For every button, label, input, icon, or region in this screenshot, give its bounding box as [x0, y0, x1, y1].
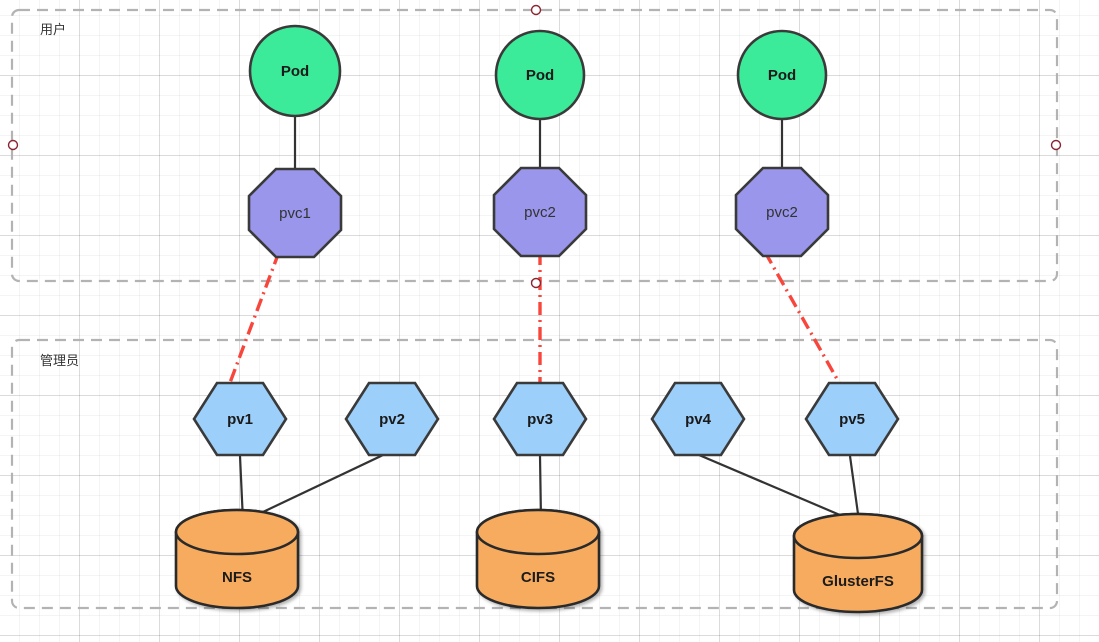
- storage-label: GlusterFS: [822, 573, 894, 590]
- pvc-octagon[interactable]: [492, 166, 588, 258]
- binding-edge-group: [226, 251, 843, 389]
- handle-group: [7, 4, 1062, 289]
- resize-handle-left[interactable]: [7, 139, 19, 151]
- node-pv-3[interactable]: pv3: [492, 381, 588, 457]
- pv-label: pv2: [379, 411, 405, 428]
- pvc-label: pvc1: [279, 205, 311, 222]
- pv-hexagon[interactable]: [192, 381, 288, 457]
- pv-hexagon[interactable]: [650, 381, 746, 457]
- edge-pv2-nfs[interactable]: [243, 454, 384, 522]
- pvc-group: pvc1 pvc2 pvc2: [247, 166, 830, 259]
- storage-label: CIFS: [521, 569, 555, 586]
- node-pod-3[interactable]: Pod: [736, 29, 828, 121]
- edge-pvc1-pv1[interactable]: [226, 251, 281, 389]
- glusterfs-cylinder-top: [792, 512, 924, 560]
- resize-handle-top[interactable]: [530, 4, 542, 16]
- solid-edge-group: [238, 116, 861, 523]
- pvc-label: pvc2: [524, 204, 556, 221]
- node-pvc-3[interactable]: pvc2: [734, 166, 830, 258]
- pod-group: Pod Pod Pod: [248, 24, 828, 121]
- node-pod-1[interactable]: Pod: [248, 24, 342, 118]
- edge-pvc2b-pv5[interactable]: [763, 251, 843, 387]
- node-pv-1[interactable]: pv1: [192, 381, 288, 457]
- cifs-cylinder-top: [475, 508, 601, 556]
- node-pv-5[interactable]: pv5: [804, 381, 900, 457]
- pod-circle[interactable]: [248, 24, 342, 118]
- edge-pv4-glusterfs[interactable]: [698, 453, 855, 523]
- pv-label: pv3: [527, 411, 553, 428]
- pvc-label: pvc2: [766, 204, 798, 221]
- pod-circle[interactable]: [494, 29, 586, 121]
- pv-hexagon[interactable]: [344, 381, 440, 457]
- pvc-octagon[interactable]: [247, 167, 343, 259]
- node-pod-2[interactable]: Pod: [494, 29, 586, 121]
- node-pv-2[interactable]: pv2: [344, 381, 440, 457]
- pv-label: pv5: [839, 411, 865, 428]
- pv-label: pv1: [227, 411, 253, 428]
- node-storage-nfs[interactable]: NFS: [174, 508, 300, 610]
- pv-label: pv4: [685, 411, 712, 428]
- pod-label: Pod: [526, 67, 554, 84]
- container-admin-zone-label: 管理员: [40, 353, 79, 368]
- nfs-cylinder-top: [174, 508, 300, 556]
- pod-label: Pod: [281, 63, 309, 80]
- pod-label: Pod: [768, 67, 796, 84]
- node-storage-cifs[interactable]: CIFS: [475, 508, 601, 610]
- pv-hexagon[interactable]: [804, 381, 900, 457]
- pv-group: pv1 pv2 pv3 pv4 pv5: [192, 381, 900, 457]
- pod-circle[interactable]: [736, 29, 828, 121]
- container-user-zone-label: 用户: [40, 22, 66, 37]
- node-pvc-2[interactable]: pvc2: [492, 166, 588, 258]
- storage-label: NFS: [222, 569, 252, 586]
- resize-handle-right[interactable]: [1050, 139, 1062, 151]
- storage-group: NFS CIFS GlusterFS: [174, 508, 924, 614]
- edge-pv3-cifs[interactable]: [538, 455, 543, 520]
- resize-handle-middle[interactable]: [530, 277, 542, 289]
- node-pvc-1[interactable]: pvc1: [247, 167, 343, 259]
- edge-pv5-glusterfs[interactable]: [848, 455, 861, 522]
- node-storage-glusterfs[interactable]: GlusterFS: [792, 512, 924, 614]
- node-pv-4[interactable]: pv4: [650, 381, 746, 457]
- pvc-octagon[interactable]: [734, 166, 830, 258]
- pv-hexagon[interactable]: [492, 381, 588, 457]
